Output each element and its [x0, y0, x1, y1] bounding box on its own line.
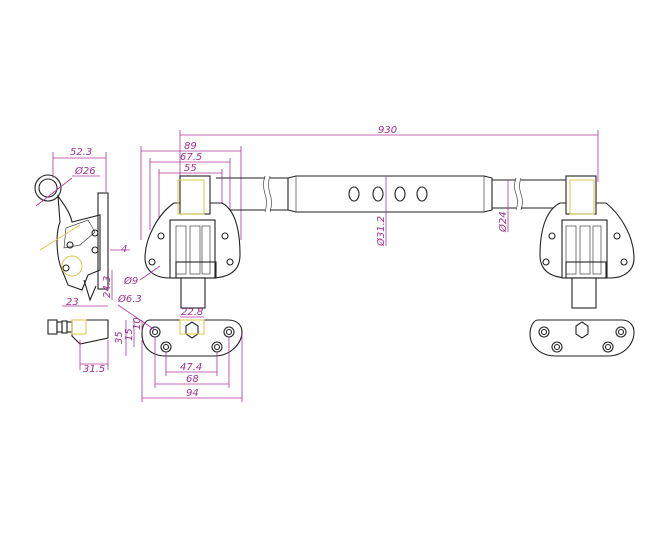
right-plate-hole-a [548, 232, 556, 240]
dim-47-4: 47.4 [180, 362, 202, 373]
dim-24-3: 24.3 [102, 276, 113, 298]
right-hinge-tongue [571, 277, 597, 309]
dim-67-5: 67.5 [180, 152, 202, 163]
left-base-hole-c-inner [213, 343, 221, 351]
right-hinge-slot-b [579, 225, 591, 275]
bolt-center [71, 319, 87, 335]
left-plate-hole-a [157, 232, 165, 240]
right-base-hole-d-inner [617, 328, 625, 336]
left-rod-socket [179, 175, 211, 215]
dim-930: 930 [378, 125, 397, 136]
right-plate-hole-c [613, 232, 621, 240]
left-hinge-tongue [180, 277, 206, 309]
dim-leader-6-3 [117, 304, 156, 331]
right-bracket [539, 175, 635, 309]
side-hole-a [91, 229, 99, 237]
bolt-bracket [71, 319, 109, 345]
right-plate-hole-d [620, 258, 628, 266]
side-hole-b [91, 246, 99, 254]
dim-89: 89 [184, 141, 197, 152]
bolt-nut-a [56, 321, 63, 333]
right-socket-center [569, 179, 595, 215]
left-plate-hole-b [148, 258, 156, 266]
side-plate [97, 192, 109, 290]
break-mark-left-b [268, 175, 272, 213]
right-base-hole-c-inner [604, 343, 612, 351]
dim-leader-9 [139, 265, 161, 281]
left-hinge-slot-b [189, 225, 201, 275]
side-hole-c [66, 241, 74, 249]
dim-10: 10 [132, 317, 143, 330]
right-hinge-slot-c [592, 225, 602, 275]
right-base-hole-b [551, 341, 563, 353]
dim-94: 94 [186, 388, 199, 399]
break-mark-right-a [514, 177, 518, 211]
left-base-center [179, 319, 205, 335]
left-hinge-slot-a [175, 225, 187, 275]
right-rod-socket [565, 175, 597, 215]
right-base-hole-a [538, 326, 550, 338]
dim-23: 23 [66, 297, 79, 308]
handle-hole-2 [372, 186, 384, 202]
side-ring-outer [34, 174, 62, 202]
dim-dia-9: Ø9 [123, 275, 138, 287]
dim-dia-24: Ø24 [497, 211, 509, 233]
front-view: 930 89 67.5 55 Ø31.2 [123, 125, 635, 309]
dim-68: 68 [186, 374, 199, 385]
right-base-hole-b-inner [553, 343, 561, 351]
left-base-hole-d-inner [225, 328, 233, 336]
side-latch-inner [63, 219, 96, 249]
left-base-hole-b-inner [162, 343, 170, 351]
side-ring-inner [38, 178, 58, 198]
plan-view-right [529, 319, 635, 357]
bolt-head [47, 319, 58, 335]
right-hinge-slot-a [565, 225, 577, 275]
right-base-hole-a-inner [540, 328, 548, 336]
side-dia-leader [35, 177, 73, 207]
left-bracket: Ø9 [123, 175, 241, 309]
dim-4: 4 [121, 244, 127, 255]
bolt-nut-b [61, 320, 68, 334]
dim-52-3: 52.3 [70, 147, 92, 158]
dim-35: 35 [114, 331, 125, 344]
side-bolt-view: 31.5 [47, 319, 109, 375]
handle-bar [287, 175, 493, 213]
left-socket-center [177, 179, 205, 215]
break-mark-right-b [519, 177, 523, 211]
dim-55: 55 [184, 163, 197, 174]
break-mark-left-a [263, 175, 267, 213]
handle-hole-3 [394, 186, 406, 202]
handle-hole-4 [416, 186, 428, 202]
dim-31-5: 31.5 [83, 364, 105, 375]
left-hinge-slot-c [201, 225, 211, 275]
dim-dia-6-3: Ø6.3 [117, 293, 142, 305]
side-hole-d [62, 264, 70, 272]
right-base-nut [575, 321, 589, 339]
side-view: 52.3 Ø26 4 24.3 23 [34, 147, 130, 308]
side-center-line [39, 224, 81, 251]
right-plate-hole-b [542, 258, 550, 266]
left-plate-hole-c [221, 232, 229, 240]
plan-view-left: Ø6.3 22.8 35 15 10 47.4 68 94 [114, 293, 243, 402]
dim-15: 15 [124, 328, 135, 341]
handle-hole-1 [348, 186, 360, 202]
dim-22-8: 22.8 [181, 307, 203, 318]
left-base-hole-a-inner [151, 328, 159, 336]
side-center-circle [61, 255, 83, 277]
side-latch-hook [83, 279, 97, 302]
left-plate-hole-d [226, 258, 234, 266]
bolt-nut-c [66, 321, 73, 333]
dim-dia-26: Ø26 [74, 165, 96, 177]
right-hinge-block [561, 219, 608, 279]
right-base-hole-c [602, 341, 614, 353]
side-latch-body [56, 193, 101, 291]
dim-dia-31-2: Ø31.2 [375, 216, 387, 247]
left-hinge-block [169, 219, 216, 279]
right-base-hole-d [615, 326, 627, 338]
